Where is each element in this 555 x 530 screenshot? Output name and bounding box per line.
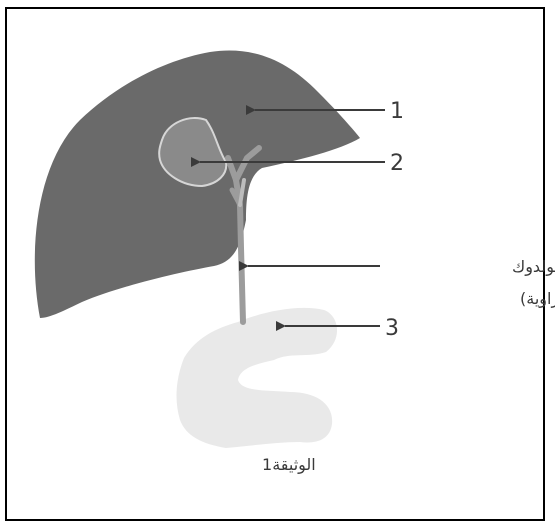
label-duct-name: قناة كولدوك — [512, 257, 555, 277]
label-2: 2 — [390, 151, 404, 176]
figure-caption: الوثيقة1 — [262, 455, 316, 475]
label-1: 1 — [390, 99, 404, 124]
label-3: 3 — [385, 316, 399, 341]
label-duct-name-alt: (القناة الصفراوية) — [520, 289, 555, 309]
duodenum-shape — [177, 308, 338, 448]
